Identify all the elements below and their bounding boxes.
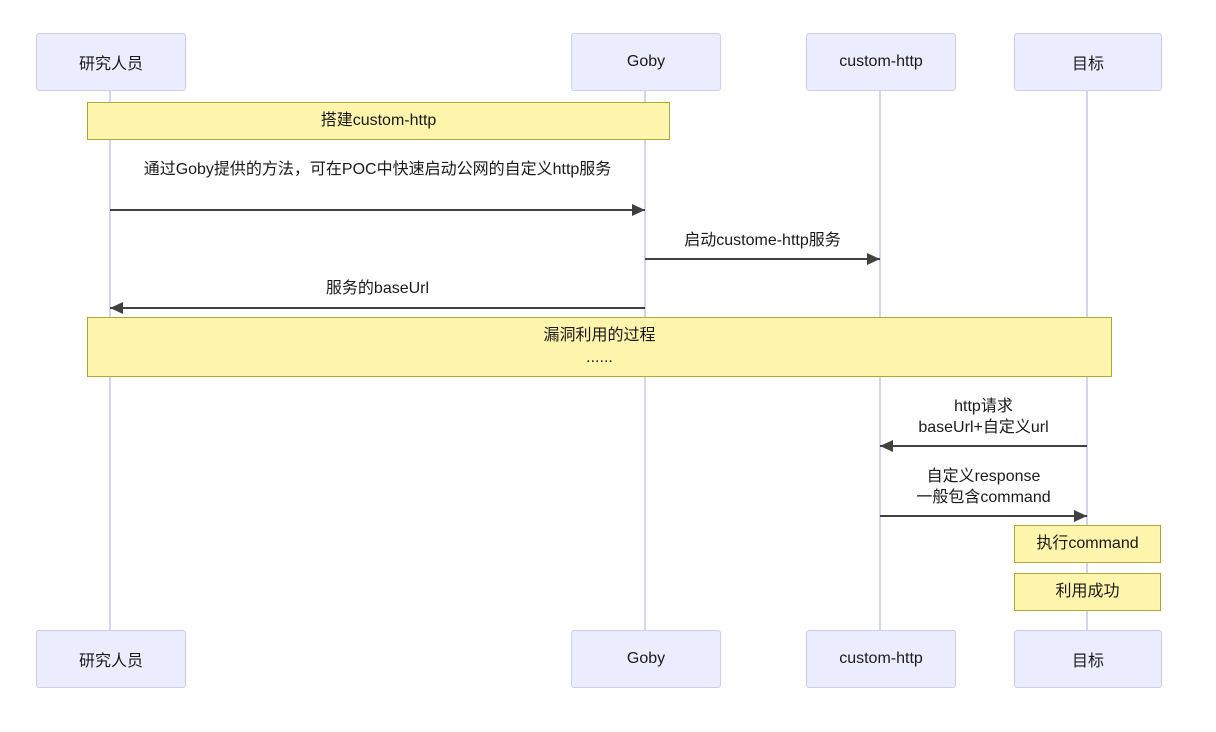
message-5-line2: 一般包含command — [916, 489, 1051, 506]
note-text: 利用成功 — [1055, 583, 1120, 600]
note-text-line2: ...... — [586, 349, 613, 366]
arrowhead-right-icon — [867, 253, 880, 265]
message-5-text: 自定义response 一般包含command — [880, 466, 1087, 508]
actor-label: custom-http — [839, 650, 923, 667]
actor-box-target-bottom: 目标 — [1014, 630, 1162, 688]
message-2-text: 启动custome-http服务 — [684, 232, 841, 249]
actor-label: 目标 — [1071, 56, 1104, 73]
actor-box-target-top: 目标 — [1014, 33, 1162, 91]
actor-label: 研究人员 — [78, 653, 143, 670]
message-5-line — [880, 515, 1087, 517]
message-4-text: http请求 baseUrl+自定义url — [880, 396, 1087, 438]
actor-box-goby-top: Goby — [571, 33, 721, 91]
actor-box-researcher-top: 研究人员 — [36, 33, 186, 91]
actor-box-researcher-bottom: 研究人员 — [36, 630, 186, 688]
note-text-line1: 漏洞利用的过程 — [543, 327, 656, 344]
note-text: 搭建custom-http — [320, 112, 437, 129]
message-3-text: 服务的baseUrl — [325, 280, 430, 297]
actor-box-custom-http-bottom: custom-http — [806, 630, 956, 688]
message-4-line1: http请求 — [954, 398, 1013, 415]
message-1-text: 通过Goby提供的方法，可在POC中快速启动公网的自定义http服务 — [143, 161, 612, 178]
note-exploit-success: 利用成功 — [1014, 573, 1161, 611]
note-exploit-process: 漏洞利用的过程 ...... — [87, 317, 1112, 377]
message-2-line — [645, 258, 880, 260]
actor-label: Goby — [626, 650, 666, 667]
note-build-custom-http: 搭建custom-http — [87, 102, 670, 140]
arrowhead-left-icon — [880, 440, 893, 452]
note-text: 执行command — [1036, 535, 1139, 552]
actor-label: 目标 — [1071, 653, 1104, 670]
arrowhead-right-icon — [632, 204, 645, 216]
message-3-line — [110, 307, 645, 309]
arrowhead-left-icon — [110, 302, 123, 314]
actor-label: 研究人员 — [78, 56, 143, 73]
message-1-line — [110, 209, 645, 211]
arrowhead-right-icon — [1074, 510, 1087, 522]
actor-label: custom-http — [839, 53, 923, 70]
message-4-line2: baseUrl+自定义url — [918, 419, 1049, 436]
message-4-line — [880, 445, 1087, 447]
message-5-line1: 自定义response — [926, 468, 1041, 485]
actor-box-custom-http-top: custom-http — [806, 33, 956, 91]
actor-box-goby-bottom: Goby — [571, 630, 721, 688]
actor-label: Goby — [626, 53, 666, 70]
note-exec-command: 执行command — [1014, 525, 1161, 563]
